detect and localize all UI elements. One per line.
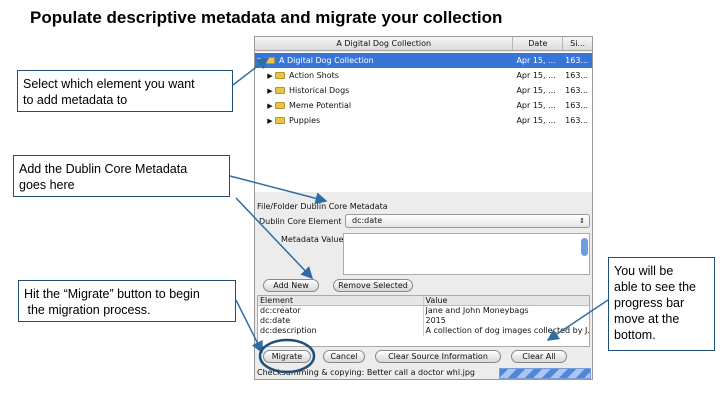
dublin-core-section-label: File/Folder Dublin Core Metadata [257,202,388,211]
tree-row-root[interactable]: ▼ A Digital Dog Collection Apr 15, ... 16… [255,53,592,68]
folder-icon [275,87,285,94]
clear-source-information-button[interactable]: Clear Source Information [375,350,501,363]
tree-row-date: Apr 15, ... [516,86,556,95]
folder-icon [265,57,275,64]
callout-progress: You will be able to see the progress bar… [608,257,715,351]
table-row[interactable]: dc:date 2015 [258,316,589,326]
tree-header: A Digital Dog Collection Date Si... [255,37,592,51]
callout-line: You will be [614,264,674,278]
column-header-name[interactable]: A Digital Dog Collection [255,37,514,50]
app-window: A Digital Dog Collection Date Si... ▼ A D… [254,36,593,380]
metadata-value-input[interactable] [343,233,590,275]
tree-row-label: Action Shots [289,71,339,80]
dublin-core-element-value: dc:date [352,216,383,225]
slide-title: Populate descriptive metadata and migrat… [30,8,503,27]
callout-line: Add the Dublin Core Metadata [19,162,188,176]
column-header-date[interactable]: Date [513,37,564,50]
dublin-core-element-label: Dublin Core Element [259,217,342,226]
callout-line: able to see the [614,280,697,294]
tree-row-label: Historical Dogs [289,86,350,95]
callout-dublin-core: Add the Dublin Core Metadata goes here [13,155,230,197]
callout-line: Hit the “Migrate” button to begin [24,287,200,301]
column-header-element[interactable]: Element [258,296,424,305]
disclosure-right-icon[interactable]: ▶ [267,101,273,110]
tree-row-date: Apr 15, ... [516,101,556,110]
folder-icon [275,72,285,79]
tree-row[interactable]: ▶ Historical Dogs Apr 15, ... 163... [255,83,592,98]
folder-icon [275,102,285,109]
table-cell-element: dc:creator [258,306,424,316]
cancel-button[interactable]: Cancel [323,350,365,363]
tree-row-label: A Digital Dog Collection [279,56,374,65]
metadata-table[interactable]: Element Value dc:creator Jane and John M… [257,295,590,347]
callout-line: the migration process. [24,303,151,317]
tree-row-size: 163... [565,101,589,110]
tree-row-size: 163... [565,116,589,125]
table-row[interactable]: dc:creator Jane and John Moneybags [258,306,589,316]
dublin-core-element-select[interactable]: dc:date ⇕ [345,214,590,228]
disclosure-right-icon[interactable]: ▶ [267,71,273,80]
tree-row-size: 163... [565,86,589,95]
disclosure-right-icon[interactable]: ▶ [267,116,273,125]
folder-icon [275,117,285,124]
table-cell-value: A collection of dog images collected by … [425,326,590,335]
metadata-table-header: Element Value [258,296,589,306]
callout-line: Select which element you want [23,77,195,91]
tree-row-date: Apr 15, ... [516,71,556,80]
table-cell-value: Jane and John Moneybags [425,306,529,315]
column-header-value[interactable]: Value [425,296,448,305]
tree-row[interactable]: ▶ Action Shots Apr 15, ... 163... [255,68,592,83]
callout-line: goes here [19,178,75,192]
migrate-button[interactable]: Migrate [263,350,311,363]
tree-row-label: Meme Potential [289,101,352,110]
remove-selected-button[interactable]: Remove Selected [333,279,413,292]
chevron-updown-icon: ⇕ [579,217,585,225]
add-new-button[interactable]: Add New [263,279,319,292]
tree-row-size: 163... [565,56,589,65]
disclosure-down-icon[interactable]: ▼ [257,56,263,65]
callout-select-element: Select which element you want to add met… [17,70,233,112]
table-cell-element: dc:description [258,326,424,336]
status-text: Checksumming & copying: Better call a do… [257,368,476,377]
collection-tree[interactable]: ▼ A Digital Dog Collection Apr 15, ... 16… [255,52,592,192]
table-cell-value: 2015 [425,316,446,325]
tree-row-size: 163... [565,71,589,80]
column-header-size[interactable]: Si... [570,39,586,48]
disclosure-right-icon[interactable]: ▶ [267,86,273,95]
callout-line: move at the [614,312,680,326]
progress-bar [499,368,591,379]
clear-all-button[interactable]: Clear All [511,350,567,363]
tree-row-date: Apr 15, ... [516,56,556,65]
tree-row[interactable]: ▶ Puppies Apr 15, ... 163... [255,113,592,128]
callout-migrate: Hit the “Migrate” button to begin the mi… [18,280,236,322]
scrollbar-thumb[interactable] [581,238,588,256]
tree-row-date: Apr 15, ... [516,116,556,125]
callout-line: to add metadata to [23,93,128,107]
callout-line: bottom. [614,328,656,342]
callout-line: progress bar [614,296,685,310]
tree-row-label: Puppies [289,116,321,125]
tree-row[interactable]: ▶ Meme Potential Apr 15, ... 163... [255,98,592,113]
table-row[interactable]: dc:description A collection of dog image… [258,326,589,336]
metadata-value-label: Metadata Value [281,235,344,244]
table-cell-element: dc:date [258,316,424,326]
